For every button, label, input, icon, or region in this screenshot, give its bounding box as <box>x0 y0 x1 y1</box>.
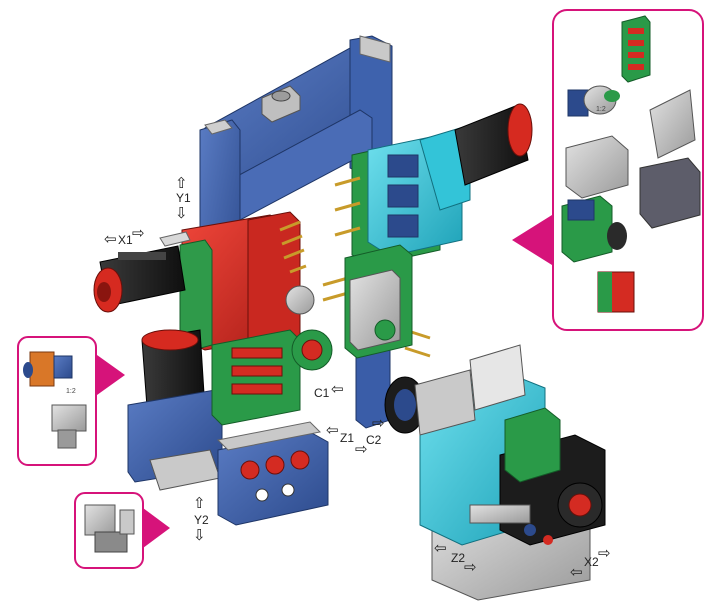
callout-right <box>512 9 704 331</box>
z2-right-arrow-icon: ⇨ <box>464 558 477 576</box>
axis-label-c2: C2 <box>366 433 382 447</box>
z2-x2-unit <box>414 344 606 601</box>
c2-tool-block <box>344 244 413 359</box>
axis-label-x2: X2 <box>584 555 599 569</box>
z1-right-arrow-icon: ⇨ <box>355 440 368 458</box>
c1-motor <box>454 103 533 186</box>
axis-label-z2: Z2 <box>451 551 466 565</box>
y2-down-arrow-icon: ⇩ <box>193 526 206 544</box>
ratio-label-left: 1:2 <box>66 388 76 395</box>
c2-spindle <box>384 376 426 434</box>
c1-rotate-arrow-icon: ⇦ <box>331 380 344 398</box>
y2-up-arrow-icon: ⇧ <box>193 494 206 512</box>
x2-left-arrow-icon: ⇦ <box>570 563 583 581</box>
axis-label-c1: C1 <box>314 386 330 400</box>
axis-label-x1: X1 <box>118 233 133 247</box>
x1-right-arrow-icon: ⇨ <box>132 224 145 242</box>
z1-left-arrow-icon: ⇦ <box>326 421 339 439</box>
callout-left <box>17 336 125 466</box>
ratio-label-right: 1:2 <box>596 106 606 113</box>
z2-left-arrow-icon: ⇦ <box>434 539 447 557</box>
x1-left-arrow-icon: ⇦ <box>104 230 117 248</box>
callout-lower-left <box>74 492 170 569</box>
x1-spindle-unit <box>159 211 301 353</box>
axis-label-z1: Z1 <box>340 431 355 445</box>
axis-label-y1: Y1 <box>176 191 191 205</box>
y1-down-arrow-icon: ⇩ <box>175 204 188 222</box>
x2-right-arrow-icon: ⇨ <box>598 544 611 562</box>
y2-turret <box>216 421 329 526</box>
y2-base <box>127 389 223 491</box>
x1-motor <box>93 245 186 313</box>
y1-up-arrow-icon: ⇧ <box>175 174 188 192</box>
tool-holders-left <box>279 220 307 274</box>
c2-rotate-arrow-icon: ⇨ <box>372 414 385 432</box>
axis-label-y2: Y2 <box>194 513 209 527</box>
y1-tool-block <box>211 285 333 426</box>
